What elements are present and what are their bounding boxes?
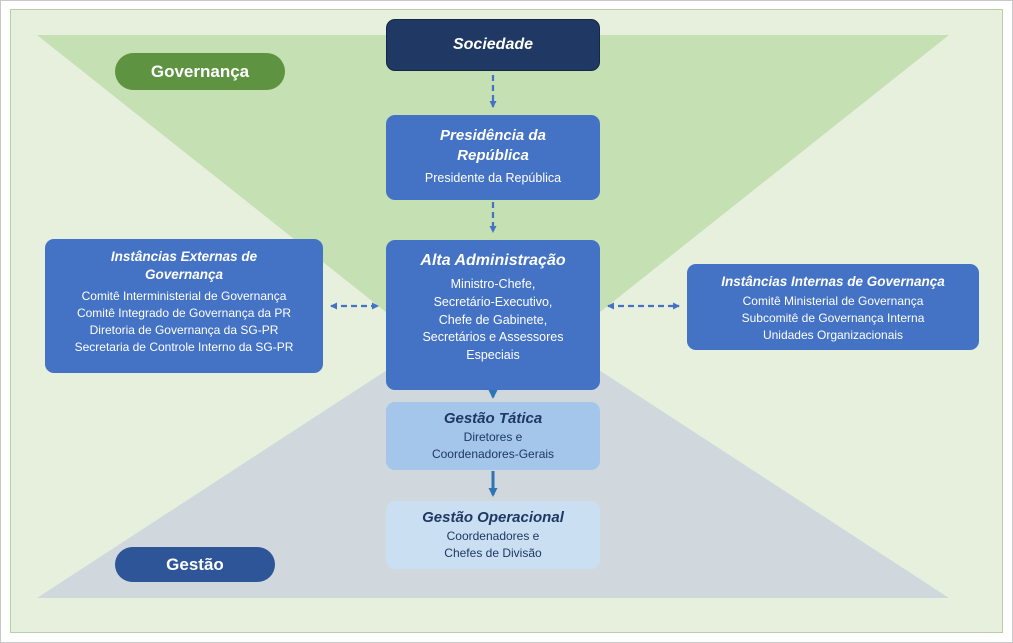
node-alta-title: Alta Administração [420,252,566,269]
node-externas-line: Comitê Integrado de Governança da PR [76,306,292,321]
management-label: Gestão [166,554,224,574]
node-internas-line: Unidades Organizacionais [762,328,904,343]
node-internas-line: Comitê Ministerial de Governança [742,294,924,308]
node-operacional-line: Coordenadores e [446,529,540,543]
node-gestao-tatica: Gestão Tática Diretores e Coordenadores-… [386,402,600,470]
node-tatica-title: Gestão Tática [443,410,543,427]
node-presidencia-subtitle: Presidente da República [424,170,562,185]
node-gestao-operacional: Gestão Operacional Coordenadores e Chefe… [386,501,600,569]
node-instancias-internas: Instâncias Internas de Governança Comitê… [687,264,979,350]
governance-label: Governança [150,61,250,81]
node-sociedade-title: Sociedade [452,36,534,53]
node-instancias-externas: Instâncias Externas de Governança Comitê… [45,239,323,373]
node-sociedade: Sociedade [386,19,600,71]
node-tatica-line: Coordenadores-Gerais [431,447,555,462]
node-tatica-line: Diretores e [463,430,523,444]
node-presidencia: Presidência da República Presidente da R… [386,115,600,200]
node-internas-line: Subcomitê de Governança Interna [741,311,925,326]
node-externas-title: Instâncias Externas de Governança [110,249,258,282]
node-alta-line: Secretários e Assessores [422,330,564,345]
node-internas-title: Instâncias Internas de Governança [721,274,945,289]
node-presidencia-title: Presidência da República [440,127,546,165]
node-operacional-line: Chefes de Divisão [444,546,542,561]
node-alta-line: Chefe de Gabinete, [438,312,548,327]
governance-label-pill: Governança [115,53,285,90]
node-externas-line: Secretaria de Controle Interno da SG-PR [74,340,294,355]
node-alta-line: Secretário-Executivo, [433,294,553,309]
node-alta-administracao: Alta Administração Ministro-Chefe, Secre… [386,240,600,390]
node-externas-line: Diretoria de Governança da SG-PR [89,323,279,338]
management-label-pill: Gestão [115,547,275,582]
node-alta-line: Ministro-Chefe, [450,277,536,291]
node-operacional-title: Gestão Operacional [422,509,564,526]
node-externas-line: Comitê Interministerial de Governança [81,289,287,304]
node-alta-line: Especiais [466,348,520,362]
